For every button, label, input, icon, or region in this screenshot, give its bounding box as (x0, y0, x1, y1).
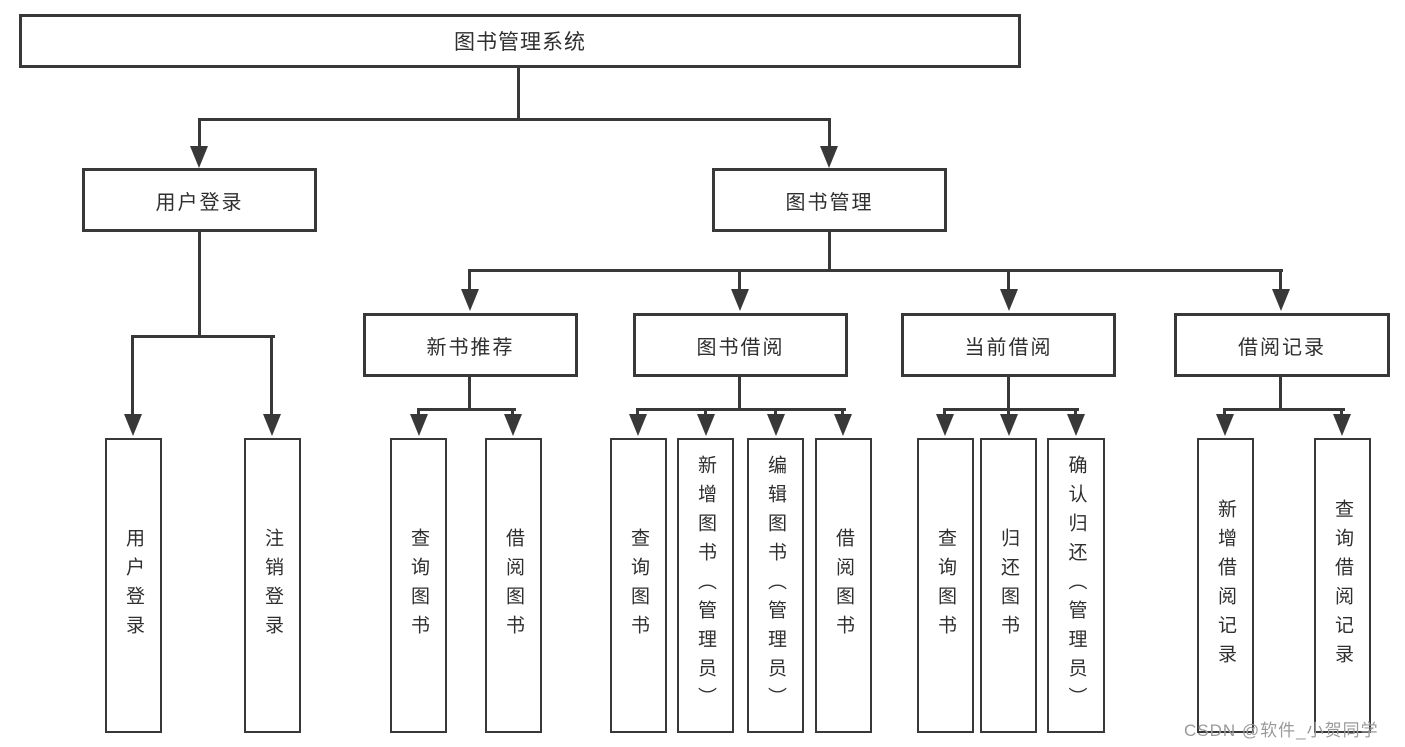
arrowhead-down (1000, 414, 1018, 436)
leaf-add-borrow-record-label: 新增借阅记录 (1215, 498, 1236, 673)
connector-line (1007, 408, 1010, 418)
connector-line (1340, 408, 1343, 418)
leaf-confirm-return-admin: 确认归还（管理员） (1047, 438, 1105, 733)
connector-line (198, 118, 831, 121)
leaf-logout-label: 注销登录 (262, 527, 283, 644)
node-current-borrow: 当前借阅 (901, 313, 1116, 377)
connector-line (828, 118, 831, 148)
node-borrow-records-label: 借阅记录 (1238, 336, 1326, 359)
leaf-user-login: 用户登录 (105, 438, 162, 733)
connector-line (468, 269, 471, 293)
connector-line (198, 232, 201, 338)
connector-line (417, 408, 420, 418)
leaf-borrow-books-recommend-label: 借阅图书 (503, 527, 524, 644)
leaf-borrow-books-2-label: 借阅图书 (833, 527, 854, 644)
connector-line (704, 408, 707, 418)
leaf-add-book-admin: 新增图书（管理员） (677, 438, 734, 733)
arrowhead-down (1272, 289, 1290, 311)
connector-line (270, 335, 273, 417)
node-current-borrow-label: 当前借阅 (964, 336, 1053, 359)
node-new-book-recommend-label: 新书推荐 (426, 336, 515, 359)
connector-line (828, 232, 831, 272)
node-borrow-records: 借阅记录 (1174, 313, 1390, 377)
leaf-query-books-recommend-label: 查询图书 (408, 527, 429, 644)
connector-line (1223, 408, 1345, 411)
leaf-add-book-admin-label: 新增图书（管理员） (695, 455, 716, 716)
connector-line (1279, 269, 1282, 293)
arrowhead-down (834, 414, 852, 436)
connector-line (131, 335, 275, 338)
leaf-query-books-current: 查询图书 (917, 438, 974, 733)
connector-line (636, 408, 639, 418)
arrowhead-down (410, 414, 428, 436)
connector-line (517, 66, 520, 120)
leaf-edit-book-admin-label: 编辑图书（管理员） (765, 455, 786, 716)
leaf-query-books-borrow: 查询图书 (610, 438, 667, 733)
arrowhead-down (697, 414, 715, 436)
arrowhead-down (1000, 289, 1018, 311)
node-root: 图书管理系统 (19, 14, 1021, 68)
node-book-borrow: 图书借阅 (633, 313, 848, 377)
connector-line (468, 377, 471, 411)
leaf-logout: 注销登录 (244, 438, 301, 733)
arrowhead-down (629, 414, 647, 436)
connector-line (469, 269, 1283, 272)
arrowhead-down (820, 146, 838, 168)
arrowhead-down (190, 146, 208, 168)
node-user-login-label: 用户登录 (155, 191, 244, 214)
arrowhead-down (124, 414, 142, 436)
connector-line (738, 377, 741, 411)
connector-line (1007, 269, 1010, 293)
arrowhead-down (731, 289, 749, 311)
connector-line (943, 408, 946, 418)
leaf-return-book: 归还图书 (980, 438, 1037, 733)
connector-line (198, 118, 201, 148)
arrowhead-down (936, 414, 954, 436)
leaf-query-books-current-label: 查询图书 (935, 527, 956, 644)
connector-line (774, 408, 777, 418)
watermark: CSDN @软件_小贺同学 (1184, 721, 1379, 740)
connector-line (841, 408, 844, 418)
leaf-return-book-label: 归还图书 (998, 527, 1019, 644)
connector-line (943, 408, 1079, 411)
leaf-edit-book-admin: 编辑图书（管理员） (747, 438, 804, 733)
node-book-management-label: 图书管理 (785, 191, 874, 214)
node-user-login: 用户登录 (82, 168, 317, 232)
connector-line (738, 269, 741, 293)
connector-line (131, 335, 134, 417)
leaf-borrow-books-2: 借阅图书 (815, 438, 872, 733)
leaf-user-login-label: 用户登录 (123, 527, 144, 644)
leaf-borrow-books-recommend: 借阅图书 (485, 438, 542, 733)
leaf-add-borrow-record: 新增借阅记录 (1197, 438, 1254, 733)
connector-line (636, 408, 846, 411)
arrowhead-down (1333, 414, 1351, 436)
connector-line (1279, 377, 1282, 411)
connector-line (1223, 408, 1226, 418)
connector-line (511, 408, 514, 418)
arrowhead-down (504, 414, 522, 436)
node-root-label: 图书管理系统 (454, 31, 586, 54)
arrowhead-down (1216, 414, 1234, 436)
connector-line (417, 408, 516, 411)
arrowhead-down (461, 289, 479, 311)
arrowhead-down (767, 414, 785, 436)
node-book-borrow-label: 图书借阅 (696, 336, 785, 359)
leaf-query-books-recommend: 查询图书 (390, 438, 447, 733)
connector-line (1007, 377, 1010, 411)
node-new-book-recommend: 新书推荐 (363, 313, 578, 377)
leaf-query-books-borrow-label: 查询图书 (628, 527, 649, 644)
arrowhead-down (1067, 414, 1085, 436)
leaf-query-borrow-record: 查询借阅记录 (1314, 438, 1371, 733)
node-book-management: 图书管理 (712, 168, 947, 232)
leaf-query-borrow-record-label: 查询借阅记录 (1332, 498, 1353, 673)
leaf-confirm-return-admin-label: 确认归还（管理员） (1065, 455, 1087, 716)
connector-line (1074, 408, 1077, 418)
arrowhead-down (263, 414, 281, 436)
